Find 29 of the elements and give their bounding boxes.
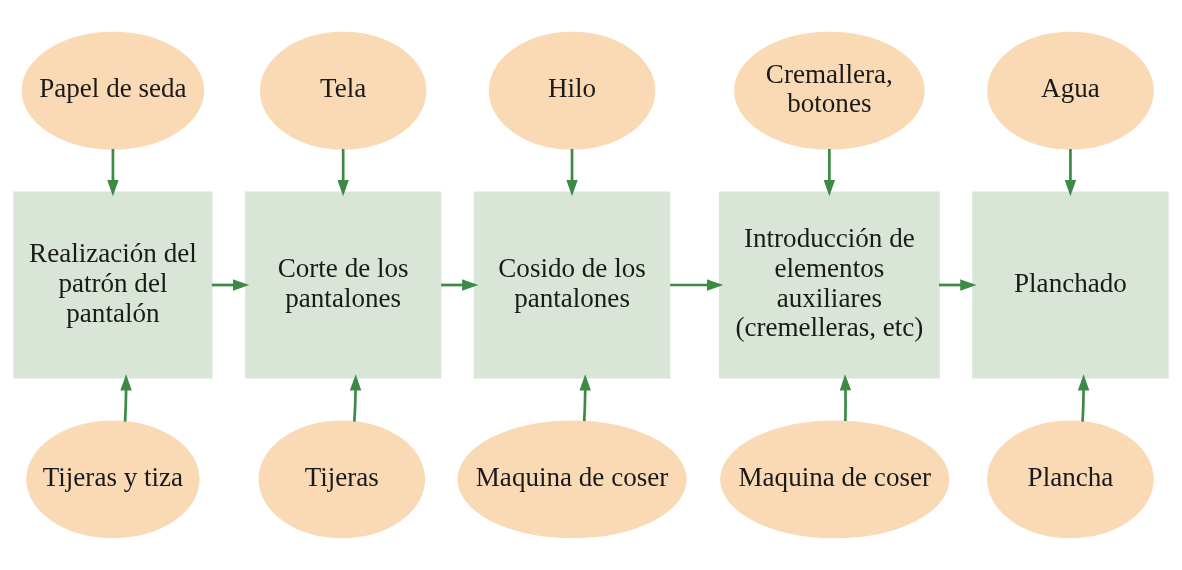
arrow xyxy=(211,279,250,291)
node-box: Cosido de los pantalones xyxy=(473,191,671,379)
arrow xyxy=(107,149,119,197)
node-ellipse: Tijeras xyxy=(258,420,426,539)
node-box: Planchado xyxy=(972,191,1169,379)
node-ellipse: Tela xyxy=(259,31,427,150)
node-ellipse: Plancha xyxy=(987,420,1154,539)
node-ellipse: Cremallera, botones xyxy=(734,31,925,150)
arrow xyxy=(579,374,591,422)
arrow xyxy=(349,374,362,422)
arrow xyxy=(670,279,724,291)
node-ellipse: Hilo xyxy=(488,31,656,150)
node-box: Introducción de elementos auxiliares (cremelleras, etc) xyxy=(719,191,940,379)
node-ellipse: Tijeras y tiza xyxy=(26,420,200,539)
arrow xyxy=(120,374,132,422)
arrow xyxy=(1077,374,1090,422)
arrow xyxy=(939,279,977,291)
node-ellipse: Agua xyxy=(987,31,1154,150)
arrow xyxy=(566,149,578,197)
arrow xyxy=(839,374,852,422)
arrow xyxy=(441,279,479,291)
node-box: Corte de los pantalones xyxy=(244,191,442,379)
node-box: Realización del patrón del pantalón xyxy=(13,191,213,379)
arrow xyxy=(1064,149,1077,197)
node-ellipse: Maquina de coser xyxy=(457,420,687,539)
arrow xyxy=(337,149,349,197)
node-ellipse: Maquina de coser xyxy=(720,420,950,539)
arrow xyxy=(823,149,836,197)
node-ellipse: Papel de seda xyxy=(21,31,205,150)
